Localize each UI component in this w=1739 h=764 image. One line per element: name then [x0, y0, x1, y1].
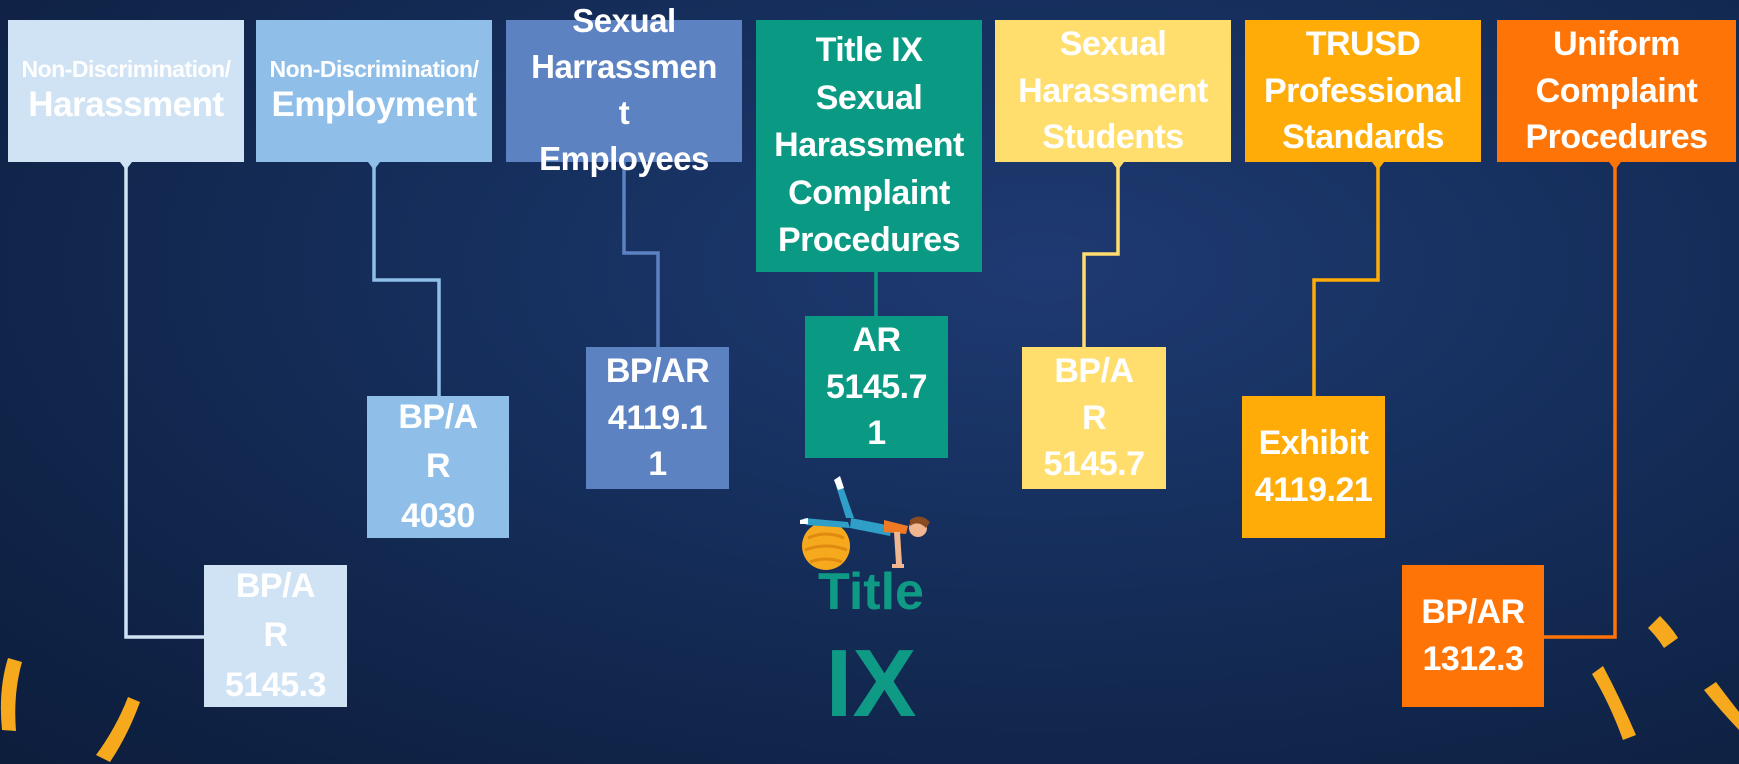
- policy-label: BP/A R 4030: [398, 398, 478, 535]
- topic-box-uniform-complaint: Uniform Complaint Procedures: [1497, 20, 1736, 162]
- connector-employment: [372, 162, 441, 396]
- connector-harassment: [124, 162, 205, 639]
- policy-box-5145-7: BP/A R 5145.7: [1022, 347, 1166, 489]
- policy-box-1312-3: BP/AR 1312.3: [1402, 565, 1544, 707]
- topic-box-harassment: Non-Discrimination/ Harassment: [8, 20, 244, 162]
- policy-label: BP/AR 4119.1 1: [605, 351, 710, 484]
- topic-box-students: Sexual Harassment Students: [995, 20, 1231, 162]
- topic-label-big: Harassment: [28, 84, 224, 124]
- policy-label: AR 5145.7 1: [826, 320, 928, 453]
- decorative-arc-left: [0, 658, 140, 762]
- decorative-arc-right: [1592, 616, 1739, 740]
- topic-label-big: Employment: [271, 84, 477, 124]
- topic-label: Sexual Harassment Students: [1018, 24, 1208, 157]
- topic-label-small: Non-Discrimination/: [269, 56, 479, 83]
- policy-box-5145-71: AR 5145.7 1: [805, 316, 948, 458]
- topic-box-employees: Sexual Harrassmen t Employees: [506, 0, 742, 186]
- topic-label: Sexual Harrassmen t Employees: [531, 1, 717, 178]
- policy-box-4030: BP/A R 4030: [367, 396, 509, 538]
- topic-box-employment: Non-Discrimination/ Employment: [256, 20, 492, 162]
- connector-employees: [622, 162, 660, 347]
- connector-uniform-complaint: [1543, 162, 1617, 639]
- policy-label: Exhibit 4119.21: [1254, 424, 1373, 509]
- policy-box-exhibit-4119-21: Exhibit 4119.21: [1242, 396, 1385, 538]
- connector-students: [1082, 162, 1120, 347]
- policy-label: BP/A R 5145.3: [225, 567, 327, 704]
- topic-label: Title IX Sexual Harassment Complaint Pro…: [774, 31, 964, 260]
- topic-box-title-ix: Title IX Sexual Harassment Complaint Pro…: [756, 20, 982, 272]
- topic-box-professional-standards: TRUSD Professional Standards: [1245, 20, 1481, 162]
- logo-word-title: Title: [818, 563, 924, 621]
- policy-label: BP/A R 5145.7: [1043, 351, 1146, 484]
- logo-word-ix: IX: [825, 630, 917, 737]
- policy-box-5145-3: BP/A R 5145.3: [204, 565, 347, 707]
- topic-label: TRUSD Professional Standards: [1263, 24, 1463, 157]
- policy-box-4119-11: BP/AR 4119.1 1: [586, 347, 729, 489]
- topic-label: Uniform Complaint Procedures: [1525, 24, 1708, 157]
- topic-label-small: Non-Discrimination/: [21, 56, 231, 83]
- policy-label: BP/AR 1312.3: [1421, 593, 1525, 678]
- topic-box-employees-background: [506, 20, 742, 162]
- yoga-ball-person-icon: [800, 476, 930, 570]
- connector-professional-standards: [1312, 162, 1380, 396]
